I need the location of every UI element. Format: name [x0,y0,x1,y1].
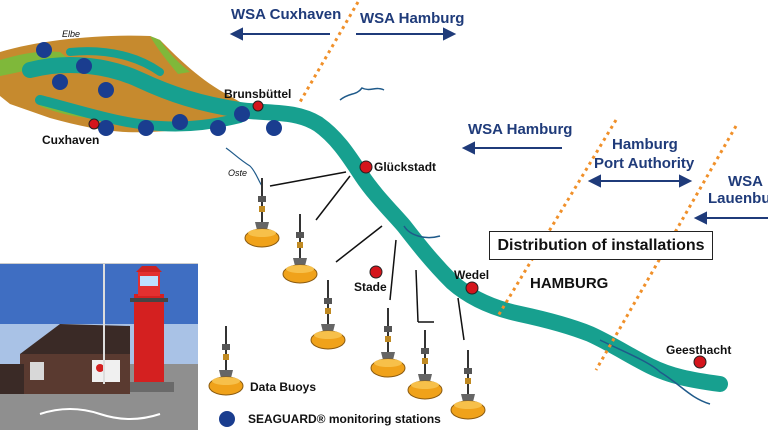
label-elbe: Elbe [62,29,81,39]
label-stade: Stade [354,280,387,294]
lighthouse-photo [0,263,198,430]
data-buoy [407,329,443,400]
boundary-cuxhaven-hamburg [298,1,360,103]
label-hamburg-port-authority-1: Hamburg [612,136,678,153]
station-marker [52,74,68,90]
elbe-river-north-channel [66,47,164,76]
legend-buoy-icon [208,325,244,396]
label-wedel: Wedel [454,268,490,282]
elbe-river [22,57,728,392]
label-wsa-lauenburg-1: WSA [728,173,763,190]
town-marker-glueckstadt [359,160,373,174]
town-marker-stade [369,265,383,279]
label-oste: Oste [228,168,248,178]
label-hamburg-port-authority-2: Port Authority [594,155,695,172]
arrow-wsa-hamburg-top [356,27,457,41]
label-brunsbuettel: Brunsbüttel [224,87,292,101]
town-marker-geesthacht [693,355,707,369]
label-geesthacht: Geesthacht [666,343,732,357]
town-marker-brunsbuettel [252,100,264,112]
label-wsa-hamburg-mid: WSA Hamburg [468,121,573,138]
station-marker [98,120,114,136]
legend-seaguard-stations: SEAGUARD® monitoring stations [248,412,441,426]
station-marker [138,120,154,136]
town-marker-cuxhaven [88,118,100,130]
oste-river [225,147,263,187]
label-glueckstadt: Glückstadt [374,160,437,174]
data-buoy [370,307,406,378]
station-marker [266,120,282,136]
data-buoy [310,279,346,350]
data-buoy [450,349,486,420]
boundary-hamburg-port [496,119,618,317]
label-wsa-lauenburg-2: Lauenburg [708,190,768,207]
station-marker [210,120,226,136]
label-wsa-hamburg-top: WSA Hamburg [360,10,465,27]
legend-station-icon [219,411,235,427]
town-markers [88,100,707,369]
arrow-wsa-lauenburg [693,211,768,225]
data-buoy [282,213,318,284]
label-cuxhaven: Cuxhaven [42,133,100,147]
river-branch-dark [339,87,711,405]
legend-data-buoys: Data Buoys [250,380,317,394]
buoy-connector-lines [269,171,465,341]
arrow-wsa-hamburg-mid [461,141,562,155]
label-wsa-cuxhaven: WSA Cuxhaven [231,6,342,23]
marsh-area-2 [150,36,190,74]
station-marker [98,82,114,98]
town-marker-wedel [465,281,479,295]
arrow-hamburg-port-authority [587,174,693,188]
label-hamburg: HAMBURG [530,275,609,292]
map-title: Distribution of installations [489,231,713,260]
arrow-wsa-cuxhaven [229,27,330,41]
station-marker [172,114,188,130]
station-marker [234,106,250,122]
station-marker [76,58,92,74]
seaguard-stations [36,42,282,136]
station-marker [36,42,52,58]
data-buoy [244,177,280,248]
